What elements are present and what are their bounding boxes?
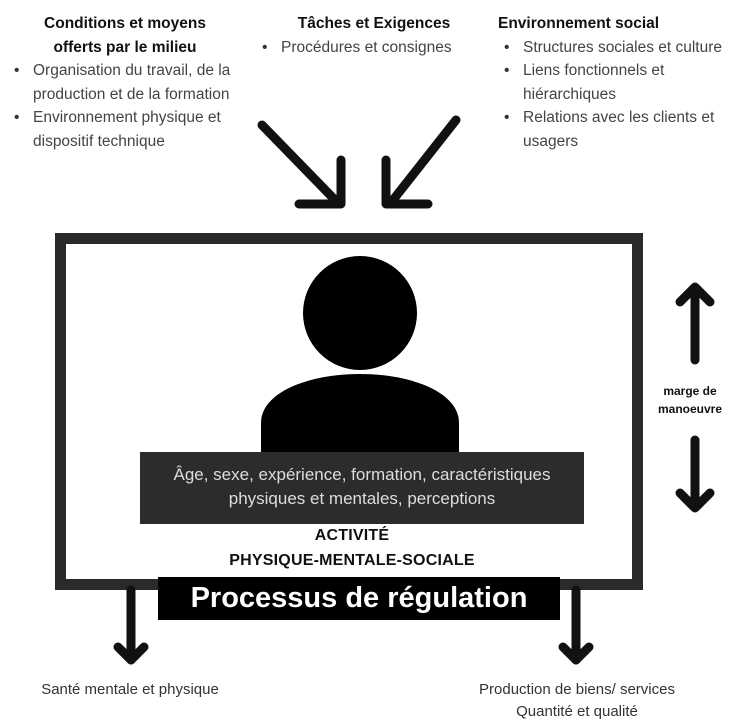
person-head (303, 256, 417, 370)
conditions-column: Conditions et moyens offerts par le mili… (8, 12, 248, 153)
person-traits-box: Âge, sexe, expérience, formation, caract… (140, 452, 584, 524)
arrow-down-icon (675, 435, 715, 513)
conditions-title-line2: offerts par le milieu (53, 38, 197, 56)
person-icon (261, 256, 459, 453)
conditions-item-organisation: Organisation du travail, de la productio… (8, 59, 248, 106)
arrow-conditions-to-person (257, 120, 346, 209)
social-item-structures: Structures sociales et culture (498, 36, 730, 60)
arrow-tasks-to-person (381, 115, 461, 209)
person-shoulders (261, 374, 459, 453)
social-list: Structures sociales et culture Liens fon… (498, 36, 730, 154)
margin-label-line1: marge de (663, 384, 717, 398)
person-traits-line2: physiques et mentales, perceptions (228, 489, 496, 508)
conditions-list: Organisation du travail, de la productio… (8, 59, 248, 153)
tasks-column: Tâches et Exigences Procédures et consig… (256, 12, 492, 59)
social-item-relations: Relations avec les clients et usagers (498, 106, 730, 153)
conditions-title-line1: Conditions et moyens (44, 15, 206, 32)
regulation-banner: Processus de régulation (158, 577, 560, 620)
production-outcome-line2: Quantité et qualité (516, 703, 638, 720)
tasks-item-procedures: Procédures et consignes (256, 36, 492, 60)
tasks-list: Procédures et consignes (256, 36, 492, 60)
social-column: Environnement social Structures sociales… (498, 12, 730, 153)
margin-label: marge de manoeuvre (648, 382, 732, 418)
activity-label: ACTIVITÉ (314, 527, 390, 544)
conditions-item-environnement: Environnement physique et dispositif tec… (8, 106, 248, 153)
arrow-to-production (558, 585, 594, 665)
health-outcome: Santé mentale et physique (41, 681, 219, 698)
arrow-to-health (113, 585, 149, 665)
arrow-up-icon (675, 282, 715, 365)
production-outcome: Production de biens/ services Quantité e… (430, 679, 724, 723)
activity-type-label: PHYSIQUE-MENTALE-SOCIALE (229, 552, 475, 569)
production-outcome-line1: Production de biens/ services (479, 681, 675, 698)
person-traits-line1: Âge, sexe, expérience, formation, caract… (173, 465, 551, 484)
tasks-title: Tâches et Exigences (297, 15, 451, 32)
social-item-liens: Liens fonctionnels et hiérarchiques (498, 59, 730, 106)
conditions-title: Conditions et moyens offerts par le mili… (8, 12, 248, 59)
social-title: Environnement social (498, 15, 660, 32)
margin-label-line2: manoeuvre (657, 402, 723, 416)
